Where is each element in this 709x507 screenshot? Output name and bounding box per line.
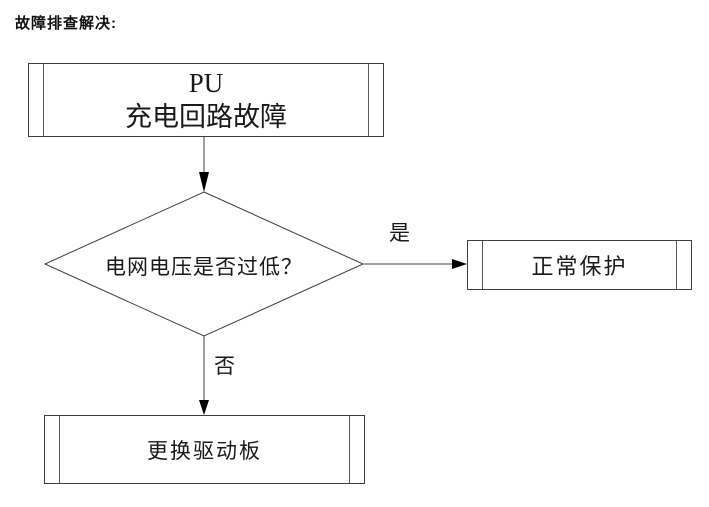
predefined-process-right-bar [368,64,369,136]
predefined-process-left-bar [482,241,483,289]
predefined-process-left-bar [43,64,44,136]
start-box-text: PU 充电回路故障 [45,64,367,136]
arrowhead-right-icon [452,259,467,269]
no-branch-label: 否 [214,354,235,378]
decision-label: 电网电压是否过低？ [105,255,303,279]
start-box: PU 充电回路故障 [28,63,384,137]
page-title: 故障排查解决: [15,15,117,32]
predefined-process-left-bar [59,416,60,483]
predefined-process-right-bar [676,241,677,289]
protect-box: 正常保护 [467,240,692,290]
arrowhead-down-icon [199,400,209,415]
yes-branch-label: 是 [389,221,410,245]
replace-box: 更换驱动板 [44,415,365,484]
protect-box-label: 正常保护 [531,254,628,279]
start-box-line1: PU [188,68,224,98]
arrowhead-down-icon [199,172,209,192]
replace-box-label: 更换驱动板 [147,438,262,463]
predefined-process-right-bar [349,416,350,483]
start-box-line2: 充电回路故障 [125,102,287,132]
